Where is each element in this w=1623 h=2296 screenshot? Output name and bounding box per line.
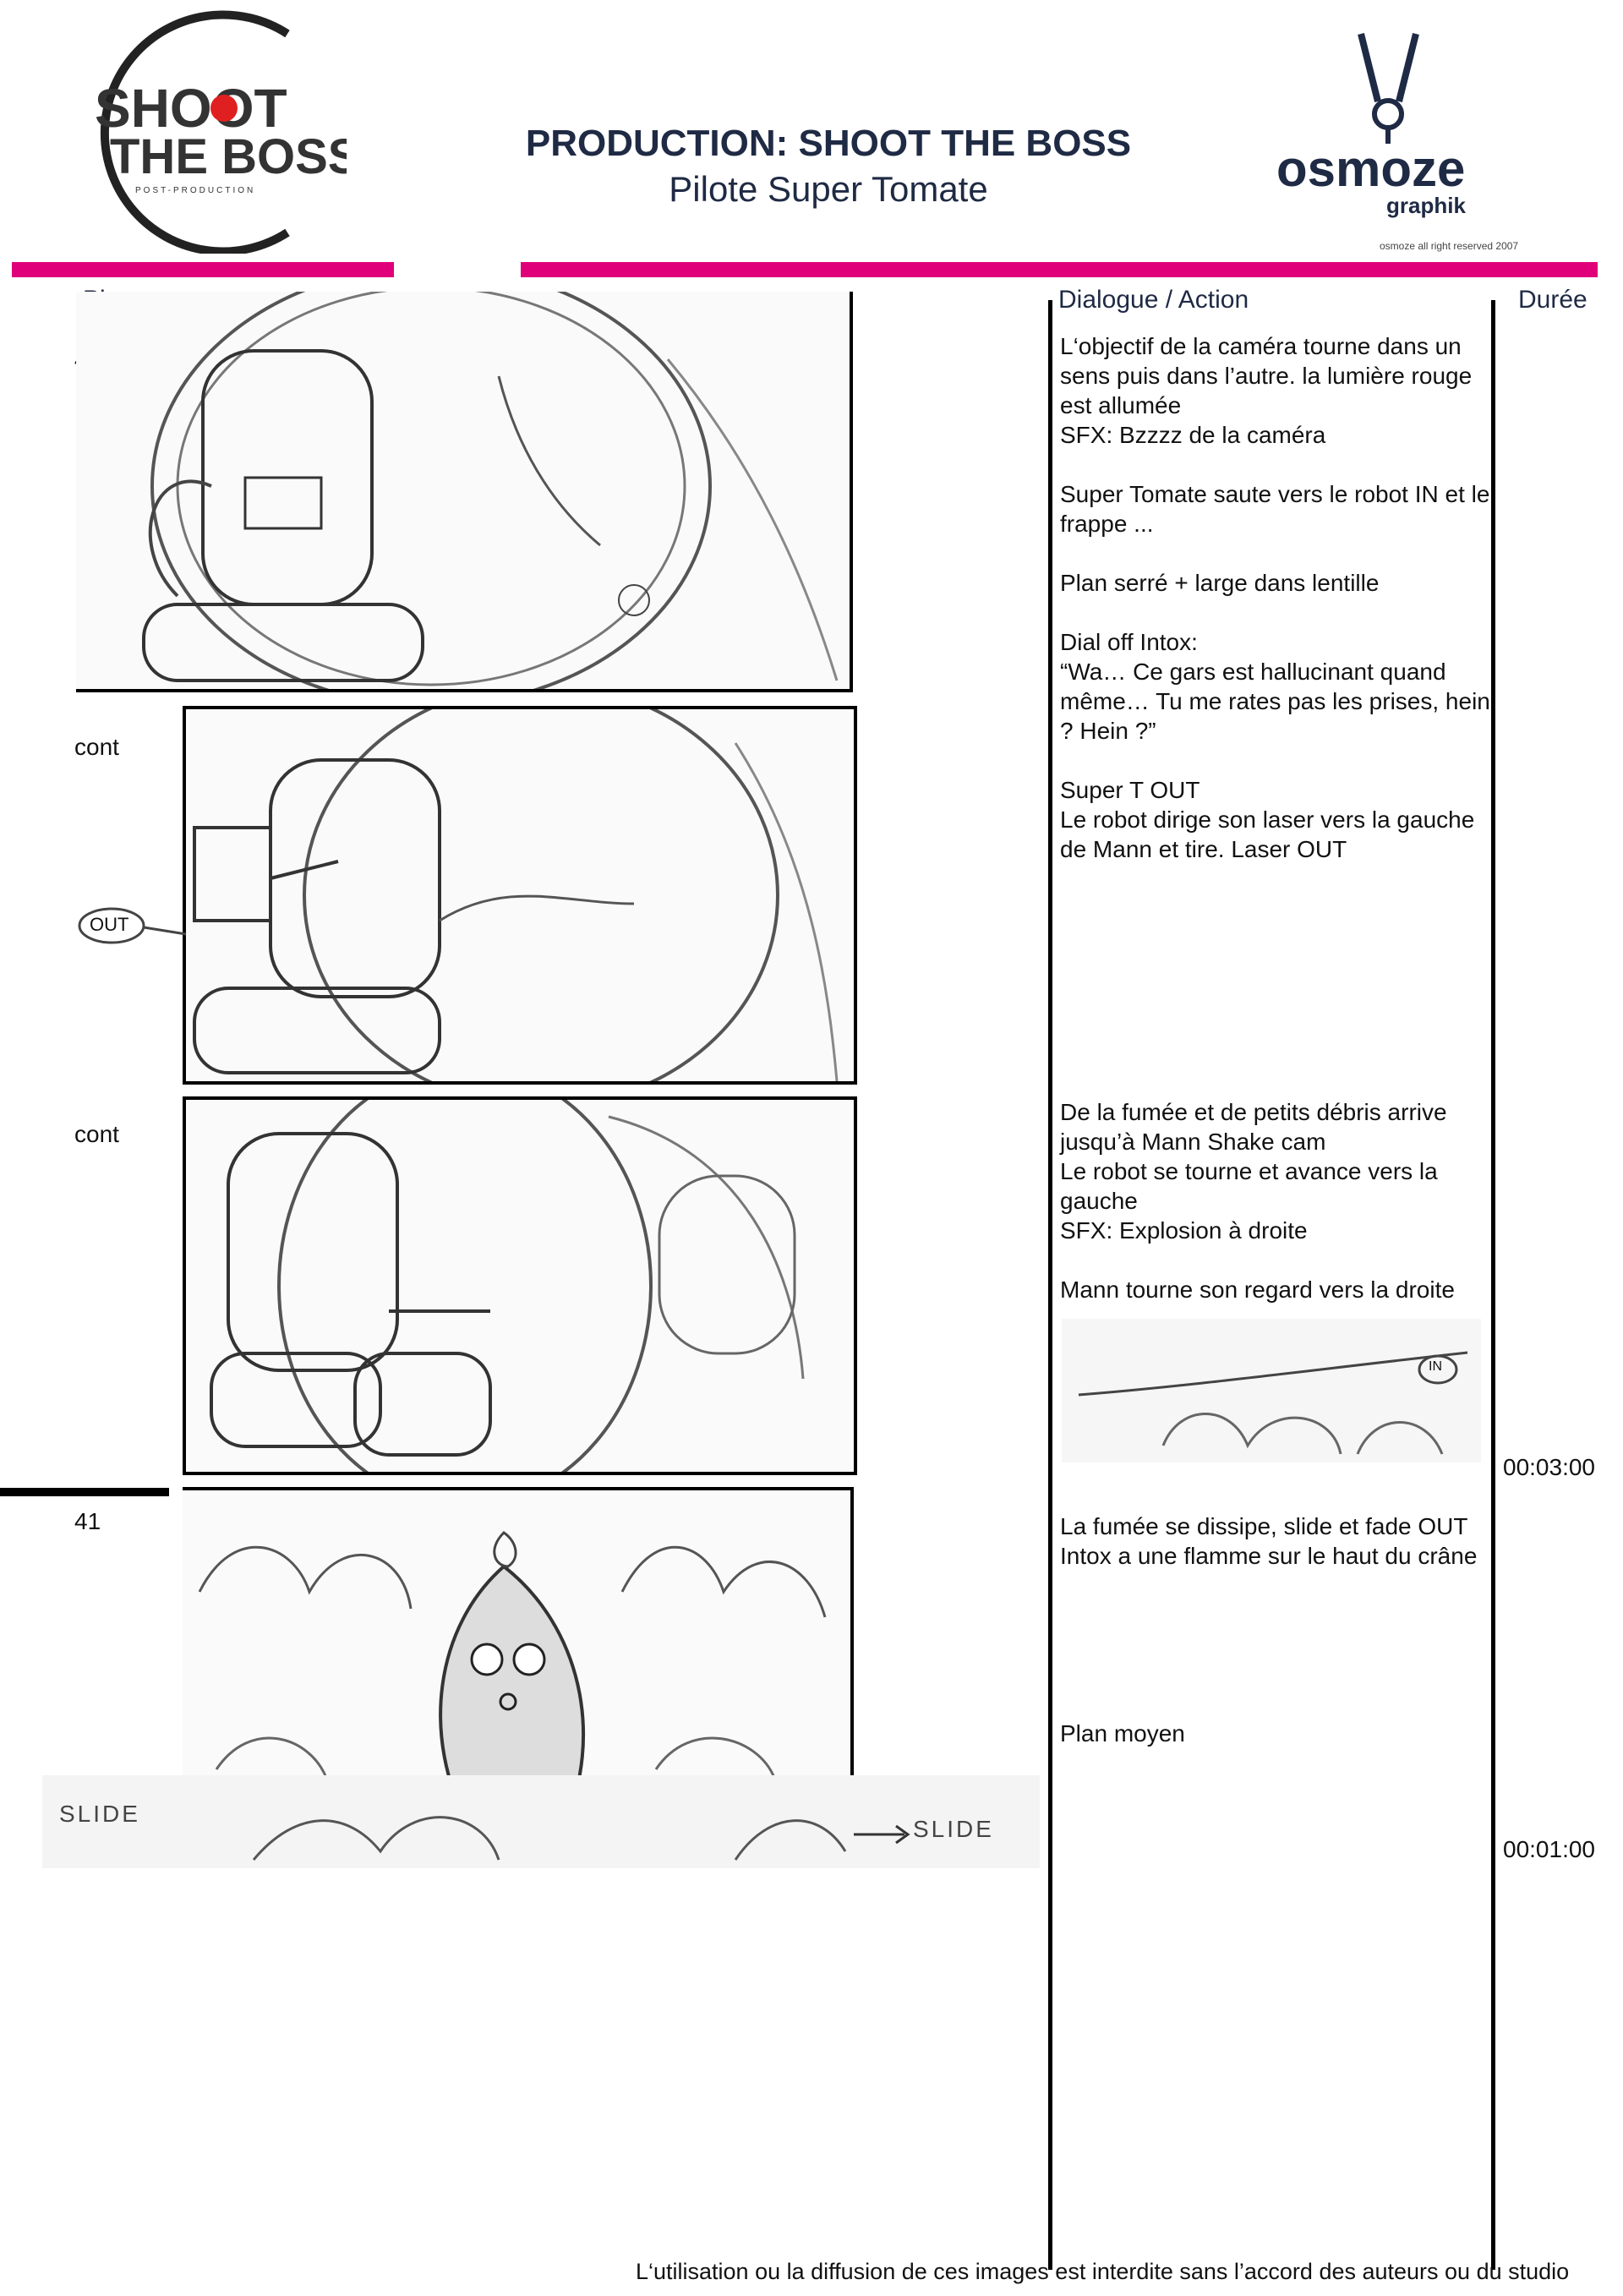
header-bar-right — [521, 262, 1598, 277]
footer-disclaimer: L‘utilisation ou la diffusion de ces ima… — [636, 2259, 1570, 2284]
episode-subtitle: Pilote Super Tomate — [669, 169, 988, 209]
shot-duration: 00:01:00 — [1503, 1836, 1595, 1862]
slide-label-right: SLIDE — [913, 1816, 994, 1842]
dialogue-action-text: L‘objectif de la caméra tourne dans un s… — [1060, 333, 1490, 862]
plan-number: cont — [74, 1121, 119, 1147]
dialogue-action-text: La fumée se dissipe, slide et fade OUT I… — [1060, 1513, 1478, 1569]
storyboard-panel — [183, 706, 857, 1085]
storyboard-panel — [76, 292, 853, 692]
storyboard-panel — [183, 1096, 857, 1475]
column-duration: Durée — [1518, 286, 1587, 314]
in-label: IN — [1429, 1359, 1442, 1374]
dialogue-action-text: De la fumée et de petits débris arrive j… — [1060, 1099, 1455, 1303]
svg-text:THE BOSS: THE BOSS — [110, 129, 347, 184]
out-annotation: OUT — [69, 900, 188, 968]
plan-number: cont — [74, 734, 119, 760]
dialogue-action-text: Plan moyen — [1060, 1720, 1185, 1747]
shoot-the-boss-logo: SHOOT THE BOSS POST-PRODUCTION — [76, 8, 361, 256]
svg-text:POST-PRODUCTION: POST-PRODUCTION — [135, 186, 255, 195]
column-dialogue: Dialogue / Action — [1058, 286, 1249, 314]
svg-text:SHOOT: SHOOT — [95, 78, 287, 139]
plan-number: 41 — [74, 1508, 101, 1534]
header-bar-left — [12, 262, 394, 277]
column-divider-left — [1048, 300, 1052, 2270]
shot-separator — [0, 1488, 169, 1496]
out-label: OUT — [90, 914, 129, 935]
slide-strip: SLIDE SLIDE — [42, 1775, 1040, 1868]
production-title: PRODUCTION: SHOOT THE BOSS — [525, 123, 1132, 164]
osmoze-logo: osmoze graphik — [1268, 17, 1513, 228]
column-divider-right — [1491, 300, 1495, 2270]
svg-text:osmoze: osmoze — [1276, 140, 1465, 197]
shot-duration: 00:03:00 — [1503, 1454, 1595, 1480]
copyright-note: osmoze all right reserved 2007 — [1380, 240, 1519, 252]
explosion-sketch: IN — [1062, 1319, 1481, 1462]
slide-label-left: SLIDE — [59, 1801, 140, 1827]
svg-text:graphik: graphik — [1386, 193, 1466, 218]
